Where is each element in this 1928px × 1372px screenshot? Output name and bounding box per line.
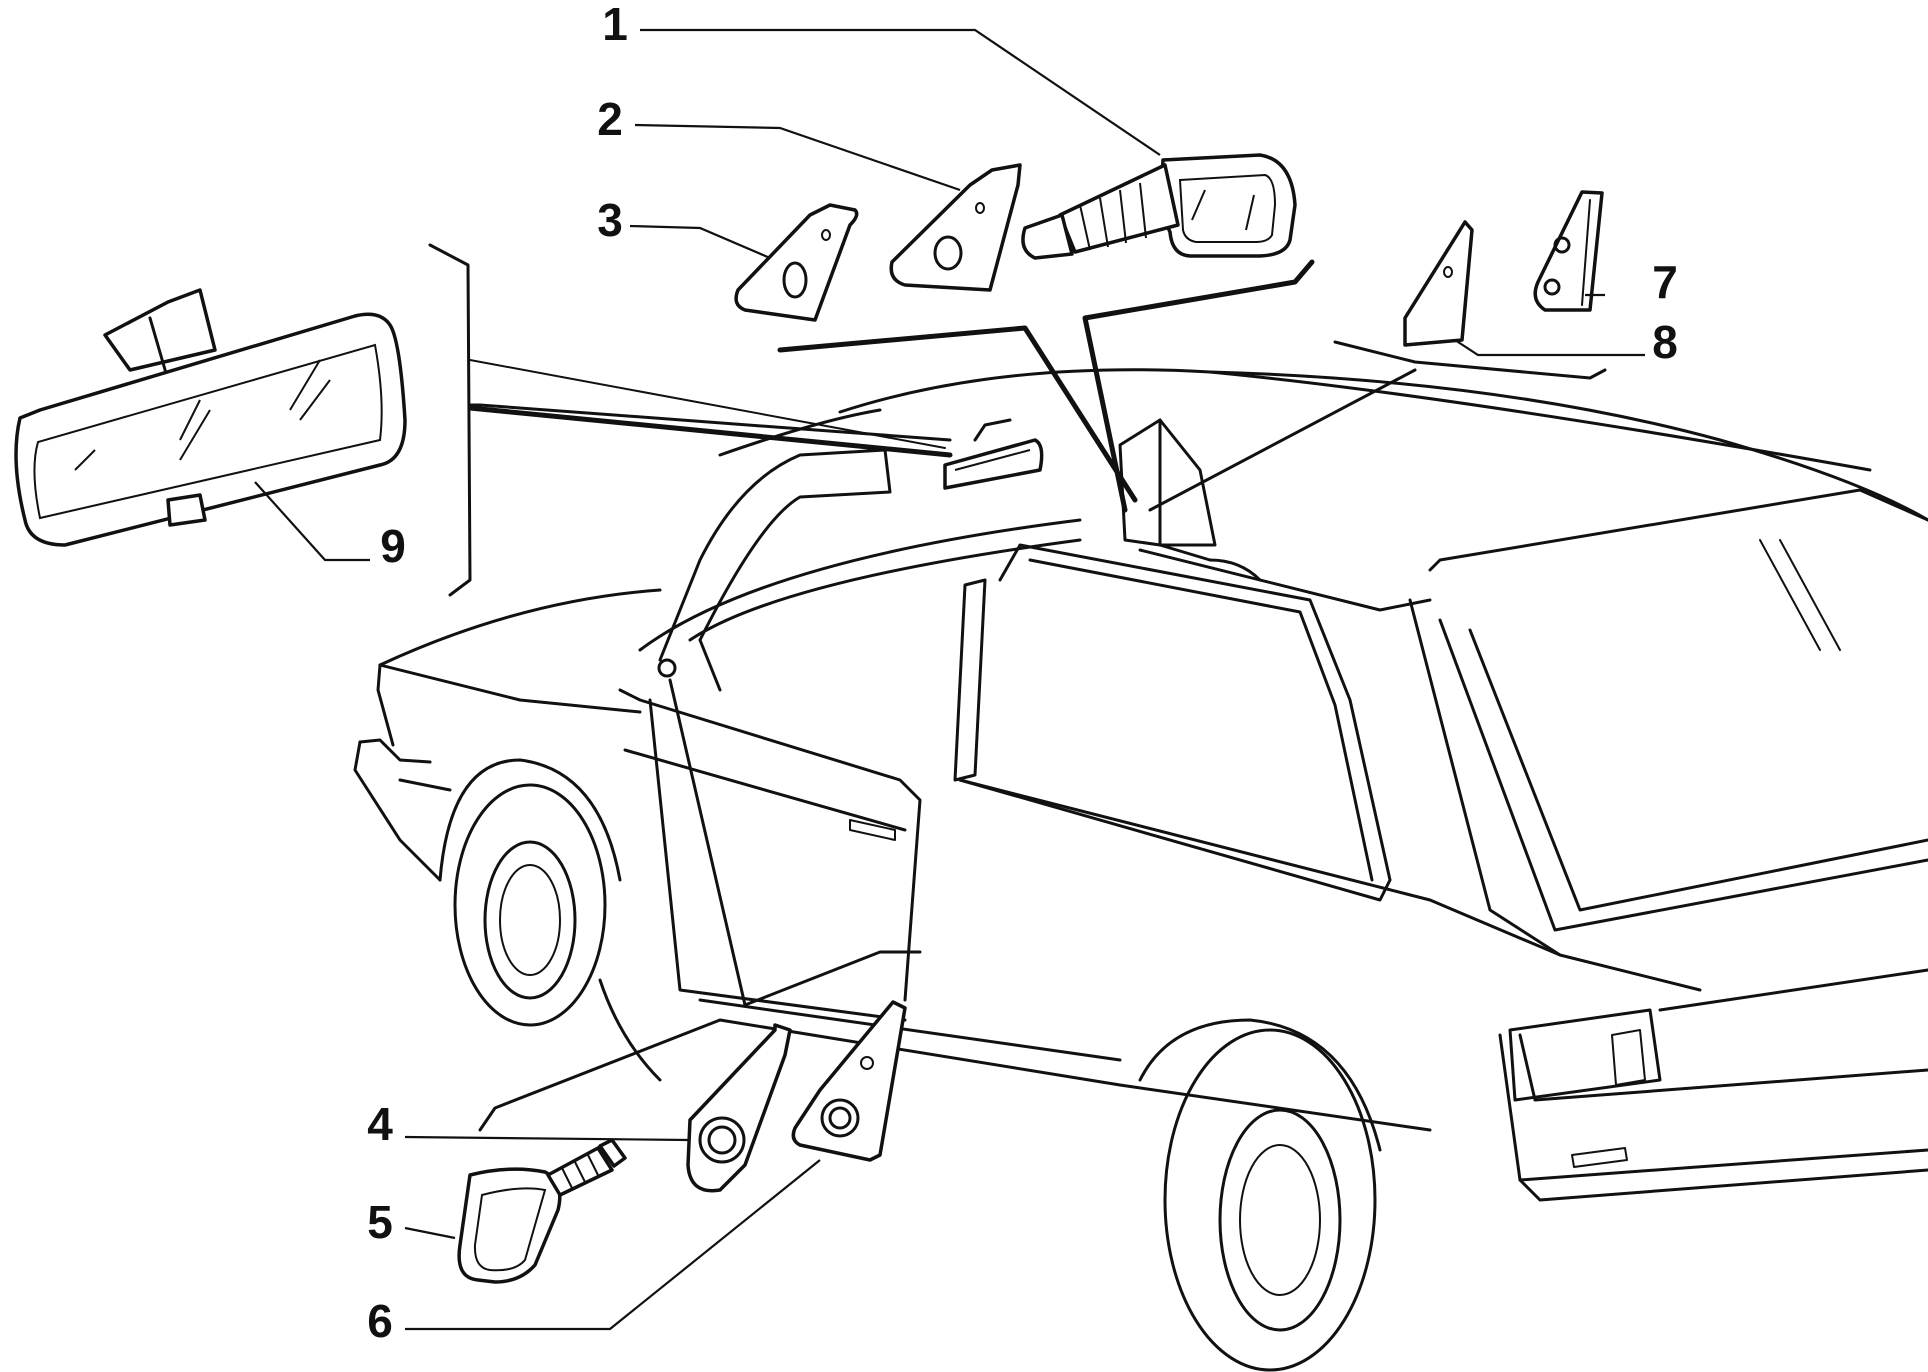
- callout-4: 4: [367, 1098, 393, 1150]
- part-7-mirror-plate: [1533, 190, 1604, 312]
- callout-6: 6: [367, 1295, 393, 1347]
- callout-2: 2: [597, 93, 623, 145]
- mirror-mount-on-car: [1118, 418, 1217, 562]
- mounted-interior-mirror: [943, 418, 1044, 490]
- part-3-mirror-trim-cover: [734, 203, 859, 322]
- callout-5: 5: [367, 1196, 393, 1248]
- part-6-door-mirror-cover: [791, 1000, 907, 1162]
- part-9-interior-rear-view-mirror: [14, 288, 407, 547]
- callout-grouping-lines: [428, 243, 1607, 1132]
- part-2-mirror-trim-cover: [889, 163, 1022, 292]
- car-body-outline: [353, 368, 1928, 1372]
- part-1-exterior-mirror-right: [1021, 153, 1297, 260]
- callout-1: 1: [602, 0, 628, 50]
- callout-9: 9: [380, 520, 406, 572]
- part-4-door-mirror-trim: [686, 1023, 792, 1193]
- callout-3: 3: [597, 194, 623, 246]
- part-8-mirror-triangle-cover: [1403, 220, 1474, 347]
- part-5-exterior-mirror-left: [457, 1138, 627, 1284]
- leader-lines: [254, 28, 1645, 1331]
- callout-7: 7: [1652, 256, 1678, 308]
- callout-8: 8: [1652, 316, 1678, 368]
- callout-numbers: 1 2 3 7 8 9 4 5 6: [367, 0, 1678, 1347]
